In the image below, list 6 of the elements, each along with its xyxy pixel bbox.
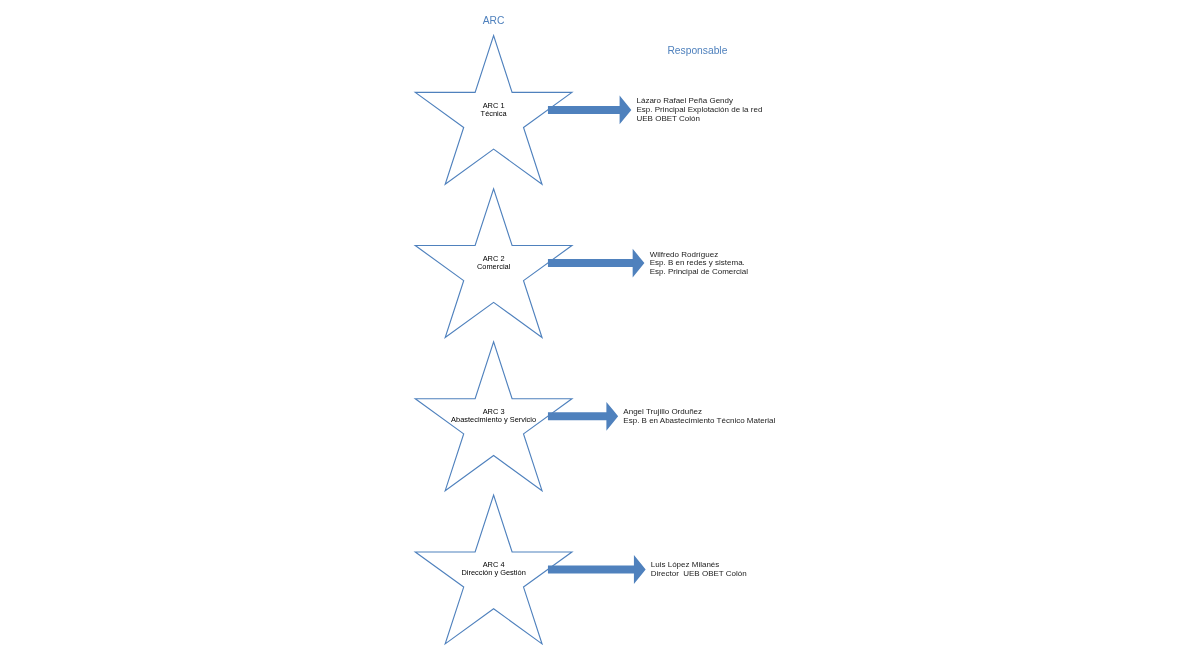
arrow	[547, 555, 646, 584]
arrow	[547, 95, 631, 125]
label: ARC	[482, 14, 504, 26]
arrow	[547, 401, 618, 431]
label: Responsable	[666, 44, 727, 56]
arrow	[547, 248, 644, 278]
